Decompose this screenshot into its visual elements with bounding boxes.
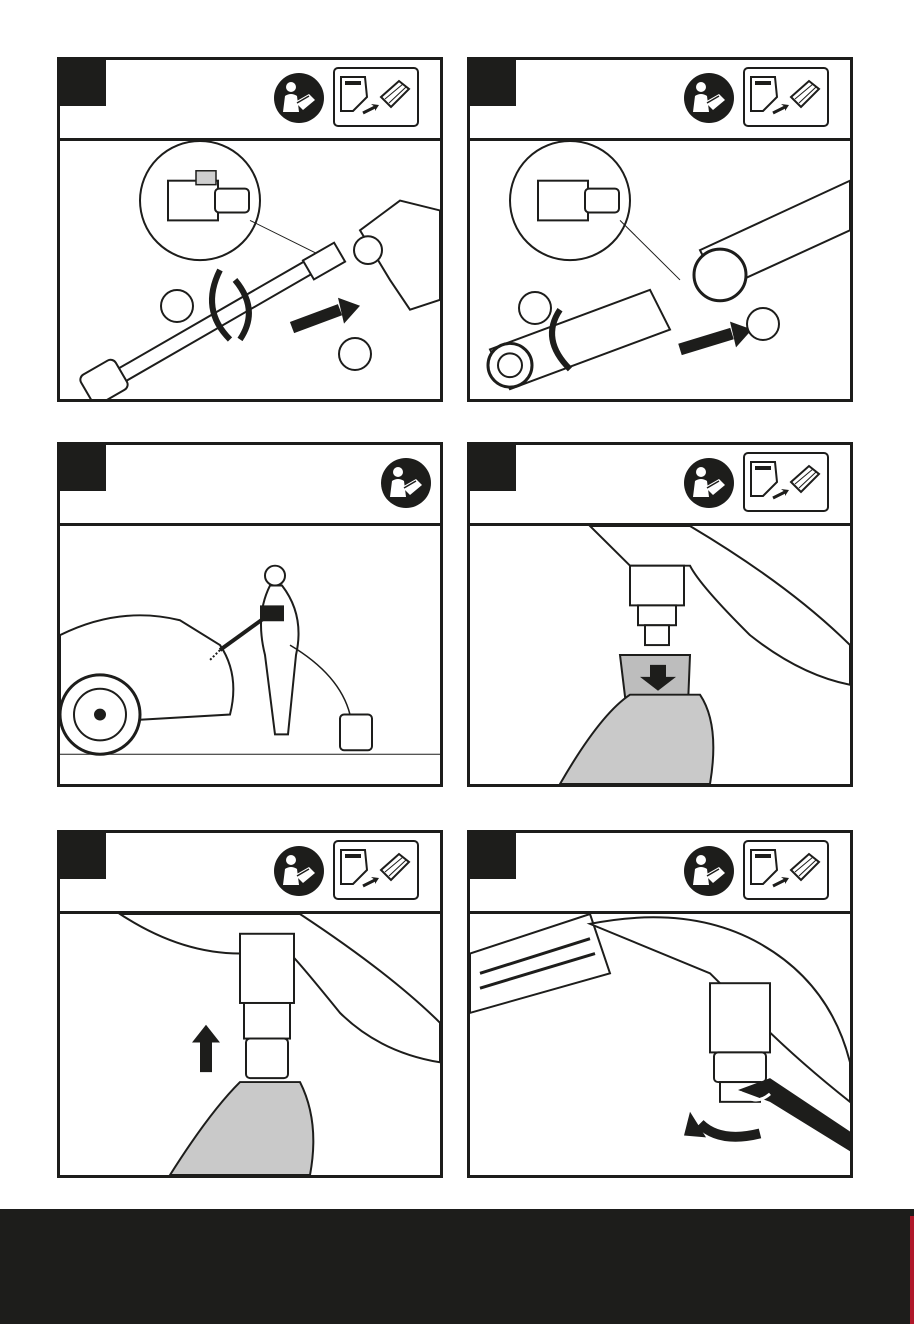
- remove-battery-icon: [333, 840, 419, 900]
- illustration-tighten-with-wrench: [470, 914, 850, 1175]
- step-number-box: [60, 445, 106, 491]
- remove-battery-icon: [743, 452, 829, 512]
- step-panel-4: [467, 442, 853, 787]
- step-number-box: [60, 60, 106, 106]
- step-marker-2: [338, 337, 372, 371]
- read-manual-icon: [273, 72, 325, 124]
- step-marker-1: [160, 289, 194, 323]
- step-number-box: [470, 60, 516, 106]
- remove-battery-icon: [743, 840, 829, 900]
- read-manual-icon: [273, 845, 325, 897]
- illustration-attach-nozzle: [470, 141, 850, 399]
- step-panel-6: [467, 830, 853, 1178]
- footer-bar: [0, 1209, 914, 1324]
- panel-header: [60, 833, 440, 914]
- illustration-attach-connector: [60, 914, 440, 1175]
- illustration-washing-car: [60, 526, 440, 784]
- read-manual-icon: [683, 845, 735, 897]
- illustration-attach-lance: [60, 141, 440, 399]
- illustration-detach-connector: [470, 526, 850, 784]
- panel-header: [470, 445, 850, 526]
- step-panel-5: [57, 830, 443, 1178]
- panel-header: [60, 60, 440, 141]
- step-number-box: [60, 833, 106, 879]
- remove-battery-icon: [333, 67, 419, 127]
- step-number-box: [470, 833, 516, 879]
- panel-header: [470, 833, 850, 914]
- read-manual-icon: [683, 72, 735, 124]
- step-panel-3: [57, 442, 443, 787]
- panel-header: [60, 445, 440, 526]
- read-manual-icon: [380, 457, 432, 509]
- read-manual-icon: [683, 457, 735, 509]
- remove-battery-icon: [743, 67, 829, 127]
- footer-accent-stripe: [910, 1216, 914, 1324]
- step-number-box: [470, 445, 516, 491]
- step-panel-2: [467, 57, 853, 402]
- step-panel-1: [57, 57, 443, 402]
- step-marker-2: [746, 307, 780, 341]
- panel-header: [470, 60, 850, 141]
- step-marker-1: [518, 291, 552, 325]
